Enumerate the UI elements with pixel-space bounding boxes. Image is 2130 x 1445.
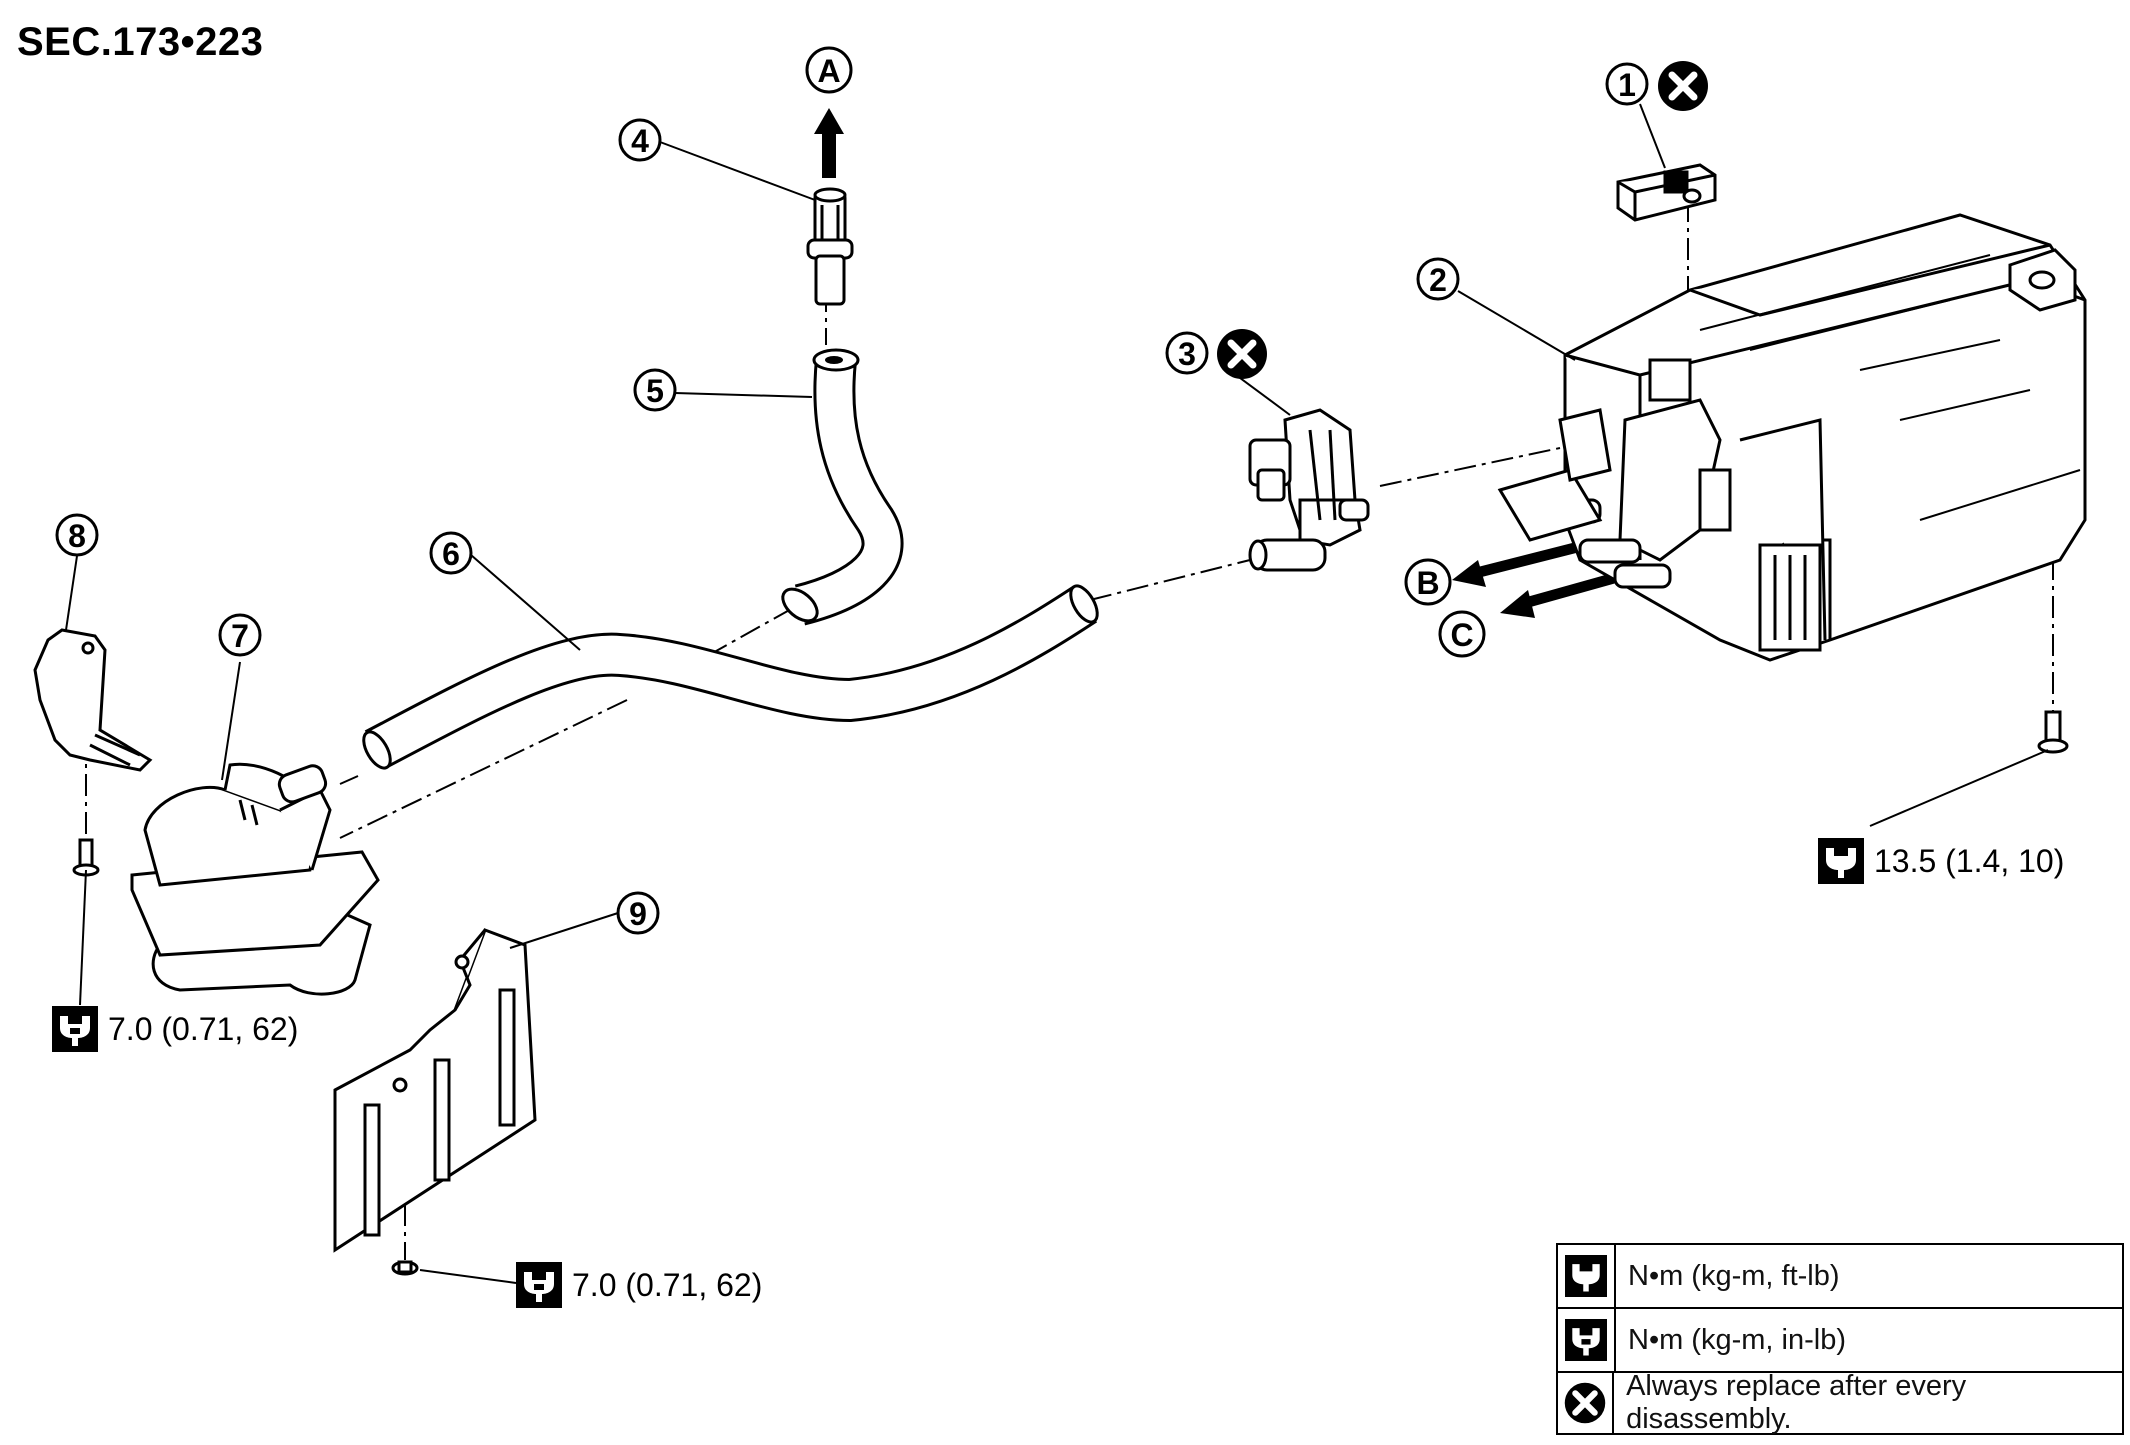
section-code: SEC.173•223 — [17, 20, 264, 64]
torque-spec-protector: 7.0 (0.71, 62) — [516, 1262, 762, 1308]
replace-x-icon — [1217, 329, 1267, 379]
legend-row-ft-lb: N•m (kg-m, ft-lb) — [1558, 1245, 2122, 1309]
torque-value-protector: 7.0 (0.71, 62) — [572, 1266, 763, 1303]
direction-a-label: A — [817, 53, 840, 89]
bracket-bolt — [72, 838, 100, 877]
direction-b: B — [1404, 558, 1452, 606]
callout-part-2-label: 2 — [1429, 262, 1447, 298]
callout-part-4-label: 4 — [631, 123, 649, 159]
leader-lines — [65, 103, 2049, 1284]
direction-b-label: B — [1416, 565, 1439, 601]
callout-part-3: 3 — [1165, 331, 1209, 375]
callout-part-9: 9 — [616, 891, 660, 935]
replace-x-icon — [1658, 61, 1708, 111]
callout-part-5: 5 — [633, 368, 677, 412]
part-7-drain-filter — [130, 762, 380, 996]
callout-part-6: 6 — [429, 531, 473, 575]
torque-ft-lb-icon — [1818, 838, 1864, 884]
callouts: 1 2 3 4 5 6 7 8 — [55, 62, 1649, 935]
torque-spec-bracket: 7.0 (0.71, 62) — [52, 1006, 298, 1052]
direction-arrows — [814, 108, 1620, 618]
legend-text-ft-lb: N•m (kg-m, ft-lb) — [1628, 1259, 1840, 1292]
part-5-vent-hose — [781, 348, 904, 626]
legend-row-in-lb: N•m (kg-m, in-lb) — [1558, 1309, 2122, 1373]
callout-part-3-label: 3 — [1178, 336, 1196, 372]
callout-part-5-label: 5 — [646, 373, 664, 409]
callout-part-6-label: 6 — [442, 536, 460, 572]
torque-value-bracket: 7.0 (0.71, 62) — [108, 1010, 299, 1047]
torque-in-lb-icon — [1565, 1319, 1607, 1361]
part-9-protector — [333, 928, 537, 1253]
direction-callouts: A B C — [805, 46, 1486, 658]
part-4-connector — [806, 187, 854, 306]
direction-c: C — [1438, 610, 1486, 658]
part-6-evap-hose — [362, 584, 1099, 770]
callout-part-4: 4 — [618, 118, 662, 162]
part-3-vent-control-valve — [1248, 408, 1370, 572]
canister-bolt — [2037, 710, 2069, 754]
callout-part-9-label: 9 — [629, 896, 647, 932]
callout-part-2: 2 — [1416, 257, 1460, 301]
part-1-clip — [1616, 163, 1717, 222]
part-2-evap-canister — [1497, 213, 2087, 662]
torque-in-lb-icon — [516, 1262, 562, 1308]
callout-part-8: 8 — [55, 513, 99, 557]
legend: N•m (kg-m, ft-lb) N•m (kg-m, in-lb) Alwa… — [1556, 1243, 2124, 1435]
protector-bolt — [391, 1260, 419, 1276]
replace-x-icon — [1564, 1382, 1606, 1424]
part-8-bracket — [33, 628, 153, 772]
direction-a: A — [805, 46, 853, 94]
legend-row-replace: Always replace after every disassembly. — [1558, 1370, 2122, 1435]
legend-text-in-lb: N•m (kg-m, in-lb) — [1628, 1323, 1846, 1356]
callout-part-7-label: 7 — [231, 618, 249, 654]
torque-in-lb-icon — [52, 1006, 98, 1052]
callout-part-1-label: 1 — [1618, 67, 1636, 103]
callout-part-1: 1 — [1605, 62, 1649, 106]
torque-spec-canister: 13.5 (1.4, 10) — [1818, 838, 2064, 884]
callout-part-7: 7 — [218, 613, 262, 657]
torque-ft-lb-icon — [1565, 1255, 1607, 1297]
callout-part-8-label: 8 — [68, 518, 86, 554]
torque-value-canister: 13.5 (1.4, 10) — [1874, 842, 2065, 879]
direction-c-label: C — [1450, 617, 1473, 653]
legend-text-replace: Always replace after every disassembly. — [1626, 1370, 1967, 1435]
